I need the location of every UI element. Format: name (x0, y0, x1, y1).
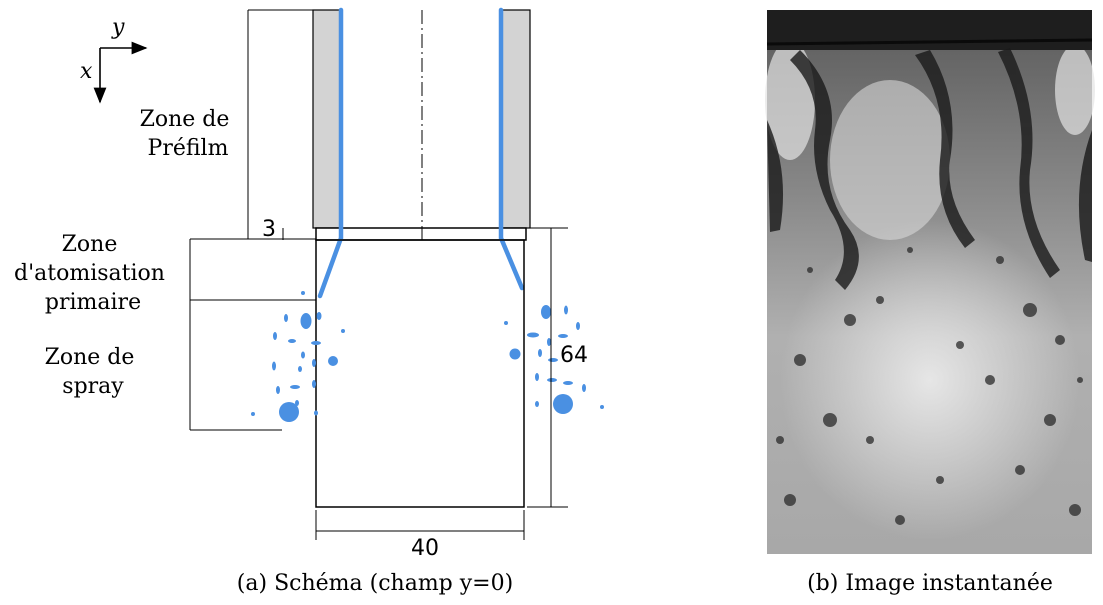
lip-rect (315, 227, 527, 241)
photo-droplet (823, 413, 837, 427)
droplet (535, 373, 539, 381)
photo-ligament (790, 50, 859, 290)
photo-droplet (895, 515, 905, 525)
zone-atomisation-line-1: Zone (62, 232, 118, 257)
droplet (328, 356, 338, 366)
droplet (295, 400, 299, 406)
axis-y-label: y (111, 15, 125, 40)
droplet (558, 334, 568, 338)
droplet (527, 332, 539, 338)
photo-droplet (866, 436, 874, 444)
photo-droplet (1023, 303, 1037, 317)
photo-light-region (780, 220, 1080, 540)
zone-spray-label: Zone de spray (45, 345, 142, 399)
photo-droplet (907, 247, 913, 253)
photo-droplet (784, 494, 796, 506)
droplet (276, 386, 280, 394)
photo-droplet (776, 436, 784, 444)
droplet (301, 291, 305, 295)
droplet (538, 349, 542, 357)
photo-droplet (1069, 504, 1081, 516)
left-liquid-film (317, 7, 344, 299)
photo-droplet (844, 314, 856, 326)
zone-prefilm-line-1: Zone de (140, 107, 230, 132)
droplet (301, 351, 305, 359)
zone-spray-line-1: Zone de (45, 345, 135, 370)
photo-droplet (1055, 335, 1065, 345)
zone-atomisation-label: Zone d'atomisation primaire (14, 232, 172, 315)
dim-3-label: 3 (262, 217, 276, 242)
droplet (312, 380, 316, 388)
photo-light-region (1055, 45, 1095, 135)
droplet (314, 410, 318, 416)
zone-atomisation-line-2: d'atomisation (14, 261, 165, 286)
photo-light-region (830, 80, 950, 240)
left-wall (312, 9, 343, 229)
droplet (316, 312, 322, 320)
droplet (582, 384, 586, 392)
photo-droplet (1077, 377, 1083, 383)
droplet (288, 339, 296, 343)
photo-droplet (985, 375, 995, 385)
droplet (284, 314, 288, 322)
right-liquid-film (498, 7, 525, 291)
right-droplets (504, 305, 604, 414)
zone-prefilm-label: Zone de Préfilm (140, 107, 237, 161)
zone-spray-line-2: spray (62, 374, 124, 399)
photo-droplet (936, 476, 944, 484)
photo-top-edge (766, 38, 1093, 46)
photo-ligament (998, 48, 1060, 278)
droplet (509, 348, 521, 360)
caption-b: (b) Image instantanée (807, 571, 1053, 596)
droplet (298, 366, 302, 372)
dim-64-label: 64 (560, 343, 588, 368)
zone-atomisation-line-3: primaire (45, 290, 141, 315)
droplet (541, 305, 551, 319)
dim-40-label: 40 (411, 536, 439, 561)
droplet (600, 405, 604, 409)
droplet (341, 329, 345, 333)
photo-droplets (776, 247, 1083, 525)
axes-indicator: y x (80, 15, 148, 104)
photo-droplet (807, 267, 813, 273)
droplet (547, 338, 551, 346)
photo-droplet (1015, 465, 1025, 475)
droplet (576, 322, 580, 330)
schematic: y x Zone de Préfilm 3 Zone d (14, 7, 604, 596)
right-wall (501, 9, 531, 229)
droplet (272, 361, 276, 371)
observation-box (315, 239, 525, 508)
droplet (312, 359, 316, 367)
photo-droplet (996, 256, 1004, 264)
photo-droplet (876, 296, 884, 304)
photo-liquid-structures (767, 48, 1092, 290)
photo-ligament (1078, 130, 1092, 262)
droplet (273, 332, 277, 340)
photo-droplet (1044, 414, 1056, 426)
zone-prefilm-line-2: Préfilm (148, 136, 229, 161)
axis-x-label: x (80, 59, 93, 84)
droplet (300, 313, 312, 329)
droplet (564, 305, 568, 315)
photo-droplet (956, 341, 964, 349)
droplet (504, 321, 508, 325)
instantaneous-image: (b) Image instantanée (765, 10, 1095, 596)
droplet (251, 412, 255, 416)
photo-ligament (915, 50, 975, 248)
left-droplets (251, 291, 345, 422)
droplet (535, 401, 539, 407)
droplet (547, 378, 557, 382)
photo-ligament (767, 120, 784, 232)
droplet (563, 381, 573, 385)
droplet (290, 385, 300, 389)
photo-droplet (794, 354, 806, 366)
droplet (311, 341, 321, 345)
caption-a: (a) Schéma (champ y=0) (237, 571, 513, 596)
droplet (279, 402, 299, 422)
droplet (548, 358, 558, 362)
droplet (553, 394, 573, 414)
